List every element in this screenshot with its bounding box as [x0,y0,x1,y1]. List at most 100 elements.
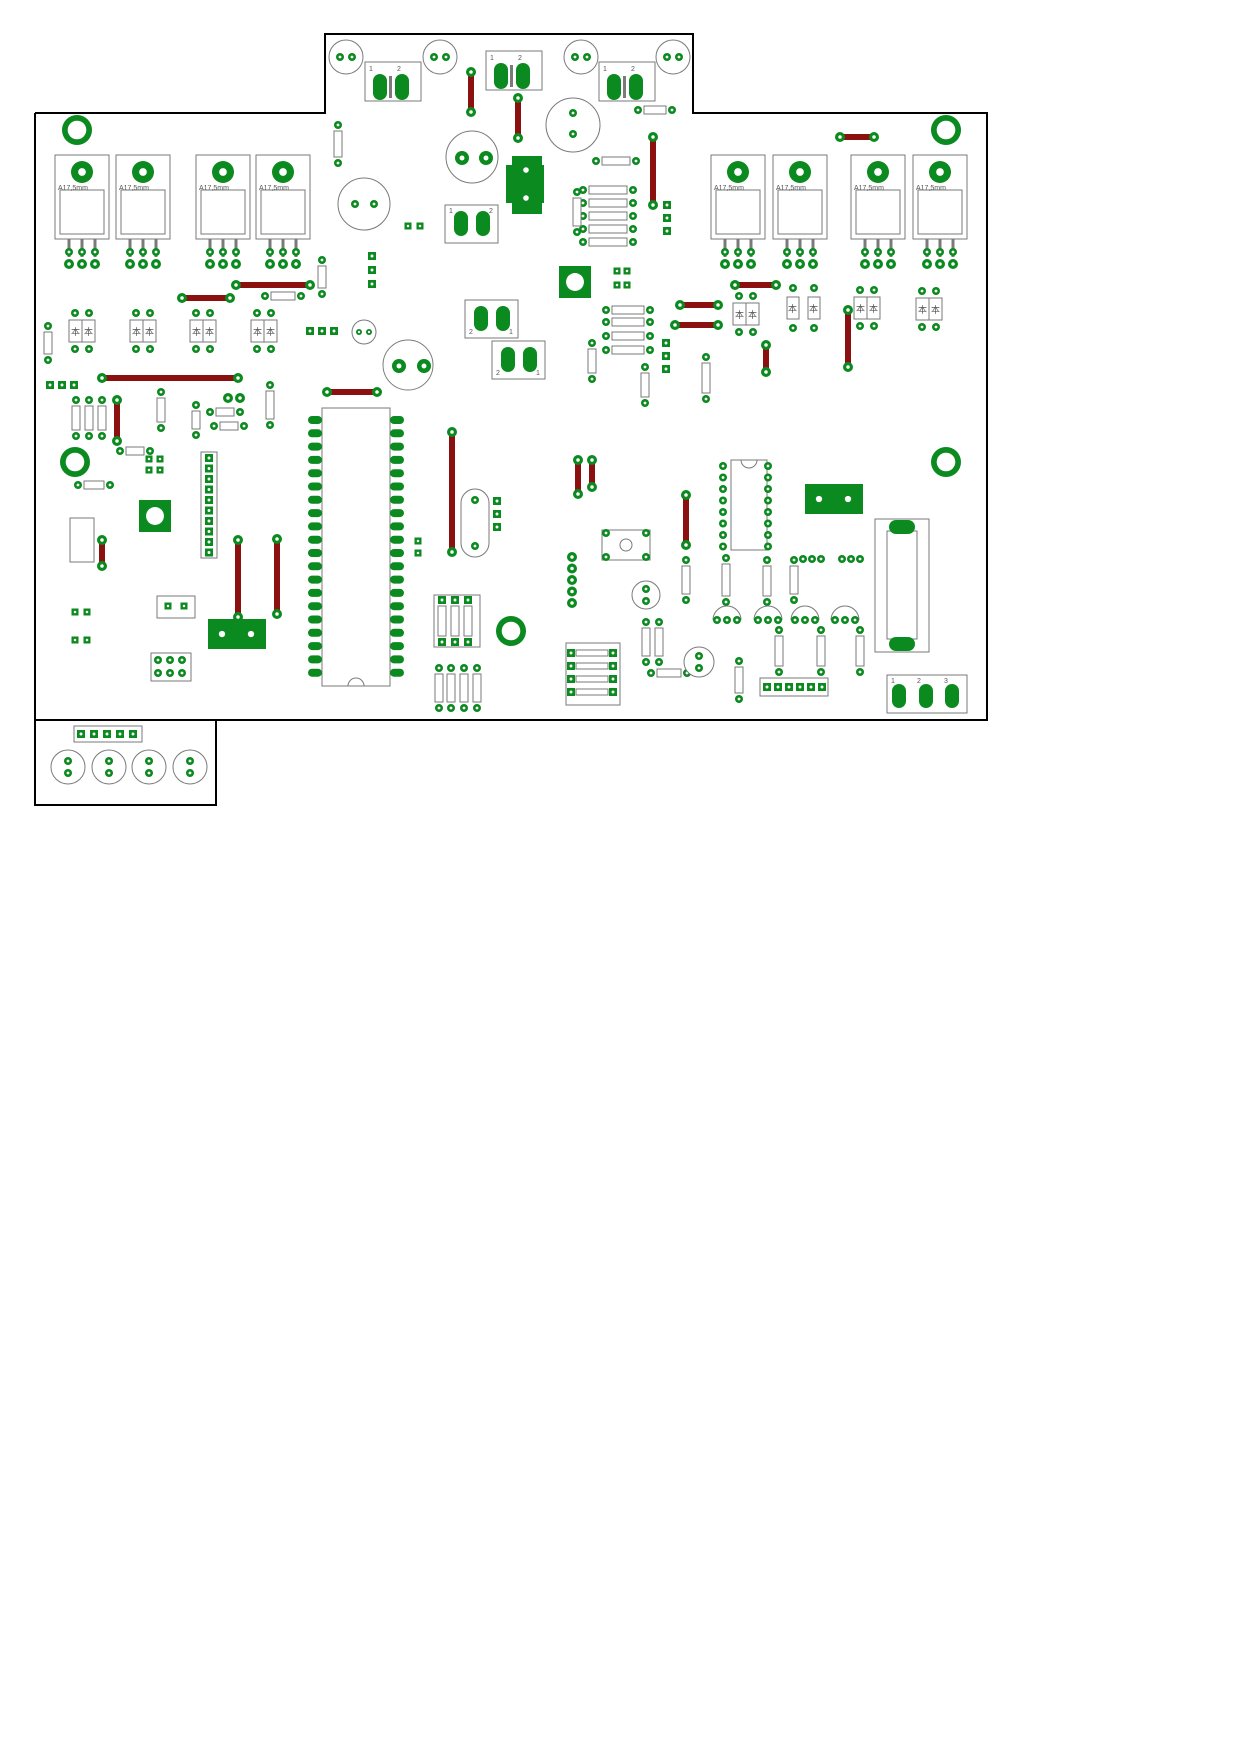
drill-hole [863,262,867,266]
drill-hole [268,383,272,387]
drill-hole [723,250,727,254]
drill-hole [677,55,681,59]
capacitor-outline [445,130,499,184]
ic-pin-pad [390,482,404,491]
ic-pin-pad [390,535,404,544]
drill-hole [141,262,145,266]
drill-hole [798,685,802,689]
drill-hole [704,397,708,401]
drill-hole [332,329,336,333]
drill-hole [299,294,303,298]
terminal-pad [494,63,508,89]
ic-pin-pad [308,416,322,424]
drill-hole [105,732,109,736]
drill-hole [787,685,791,689]
drill-hole [569,651,573,655]
drill-hole [803,618,807,622]
diode-marking: 本 [253,326,262,337]
resistor-body [434,673,444,703]
ic-pin-pad [308,549,322,557]
diode-body [786,296,800,320]
drill-hole [147,771,151,775]
drill-hole [372,202,376,206]
regulator-label: A17,5mm [776,185,806,192]
drill-hole [733,283,737,287]
drill-hole [495,512,499,516]
ic-pin-pad [308,602,322,611]
switch-lever [575,675,609,683]
regulator-label: A17,5mm [714,185,744,192]
drill-hole [920,325,924,329]
drill-hole [516,136,520,140]
drill-hole [281,262,285,266]
drill-hole [721,487,725,491]
drill-hole [569,690,573,694]
drill-hole [450,430,454,434]
drill-hole [432,55,436,59]
drill-hole [590,341,594,345]
drill-hole [810,557,814,561]
drill-hole [168,671,172,675]
drill-hole [46,358,50,362]
drill-hole [625,283,629,287]
drill-hole [234,250,238,254]
drill-hole [466,598,470,602]
resistor-body [270,291,296,301]
regulator-heatsink-tab [715,189,761,235]
drill-hole [716,323,720,327]
drill-hole [721,522,725,525]
drill-hole [590,458,594,462]
drill-hole [766,510,770,514]
drill-hole [815,495,823,503]
drill-hole [449,706,453,710]
diode-marking: 本 [788,303,797,314]
drill-hole [858,557,862,561]
drill-hole [218,630,226,638]
drill-hole [275,612,279,616]
crystal-body [460,488,490,558]
drill-hole [766,522,770,525]
drill-hole [631,227,635,231]
drill-hole [154,250,158,254]
drill-hole [180,671,184,675]
drill-hole [809,685,813,689]
drill-hole [147,457,151,461]
drill-hole [308,329,312,333]
drill-hole [846,308,850,312]
drill-hole [208,262,212,266]
ic-pin-pad [390,655,404,664]
drill-hole [643,401,647,405]
drill-hole [73,311,77,315]
drill-hole [141,250,145,254]
drill-hole [791,326,795,330]
drill-hole [936,168,944,176]
drill-hole [820,685,824,689]
drill-hole [406,224,410,228]
drill-hole [48,383,52,387]
drill-hole [128,262,132,266]
drill-hole [651,135,655,139]
drill-hole [418,224,422,228]
drill-hole [756,618,760,622]
diode-marking: 本 [931,304,940,315]
terminal-pad [607,74,621,100]
resistor-body [333,130,343,158]
resistor-body [654,627,664,657]
terminal-divider [623,76,626,98]
drill-hole [279,168,287,176]
drill-hole [665,55,669,59]
resistor-body [588,237,628,247]
pin-number: 2 [397,66,401,73]
drill-hole [853,618,857,622]
drill-hole [571,111,575,115]
ic-pin-pad [390,602,404,611]
drill-hole [819,628,823,632]
drill-hole [785,250,789,254]
ic-pin-pad [390,495,404,504]
drill-hole [872,135,876,139]
drill-hole [581,201,585,205]
ic-pin-pad [308,628,322,637]
drill-hole [208,347,212,351]
drill-hole [721,464,725,468]
